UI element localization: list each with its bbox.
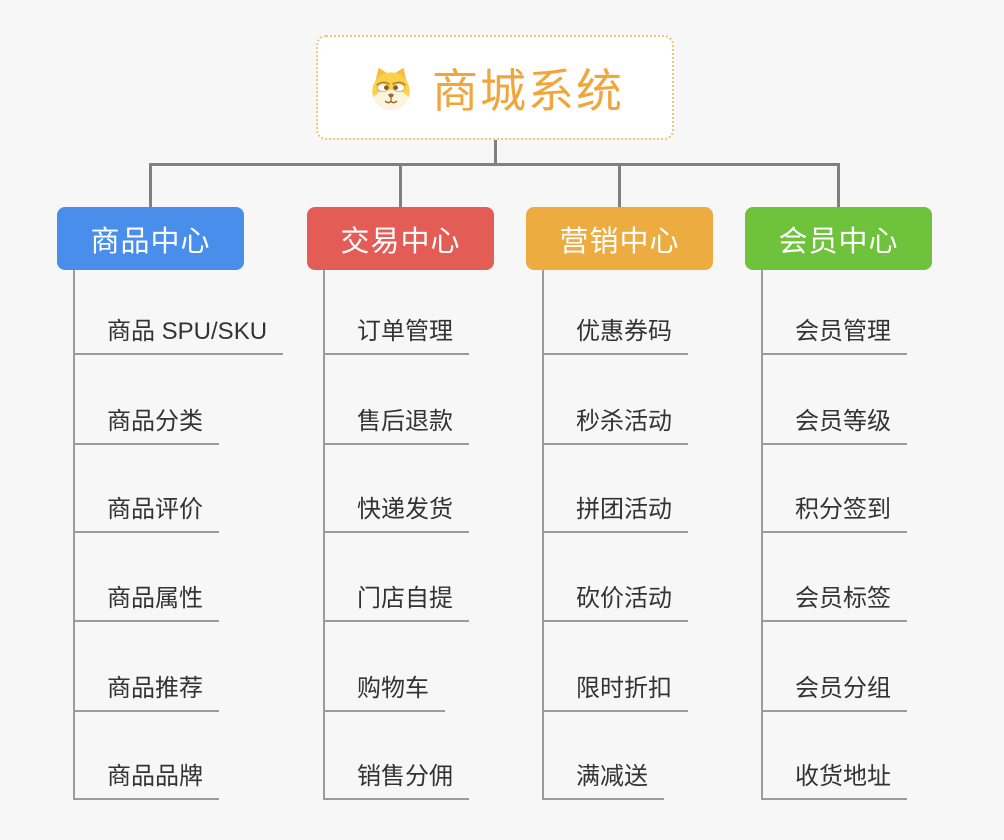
branch-members[interactable]: 会员中心 (745, 207, 932, 270)
leaf-item[interactable]: 快递发货 (323, 495, 469, 533)
spine-marketing (542, 270, 544, 800)
leaf-item[interactable]: 售后退款 (323, 407, 469, 445)
leaf-item[interactable]: 砍价活动 (542, 584, 688, 622)
branch-label: 商品中心 (90, 225, 211, 258)
leaf-item[interactable]: 限时折扣 (542, 674, 688, 712)
leaf-item[interactable]: 销售分佣 (323, 762, 469, 800)
leaf-item[interactable]: 商品品牌 (73, 762, 219, 800)
connector-drop-2 (399, 163, 402, 207)
spine-products (73, 270, 75, 800)
leaf-item[interactable]: 优惠券码 (542, 317, 688, 355)
leaf-item[interactable]: 会员标签 (761, 584, 907, 622)
leaf-item[interactable]: 商品属性 (73, 584, 219, 622)
leaf-item[interactable]: 会员分组 (761, 674, 907, 712)
leaf-item[interactable]: 商品推荐 (73, 674, 219, 712)
branch-label: 会员中心 (778, 225, 899, 258)
leaf-item[interactable]: 拼团活动 (542, 495, 688, 533)
connector-drop-3 (618, 163, 621, 207)
root-title: 商城系统 (432, 64, 624, 117)
leaf-item[interactable]: 秒杀活动 (542, 407, 688, 445)
leaf-item[interactable]: 商品评价 (73, 495, 219, 533)
leaf-item[interactable]: 收货地址 (761, 762, 907, 800)
leaf-item[interactable]: 购物车 (323, 674, 445, 712)
leaf-item[interactable]: 门店自提 (323, 584, 469, 622)
leaf-item[interactable]: 满减送 (542, 762, 664, 800)
connector-horizontal-bar (149, 163, 840, 166)
leaf-item[interactable]: 商品 SPU/SKU (73, 317, 284, 355)
connector-root-stem (494, 140, 497, 166)
connector-drop-4 (837, 163, 840, 207)
branch-trade[interactable]: 交易中心 (307, 207, 494, 270)
leaf-item[interactable]: 积分签到 (761, 495, 907, 533)
branch-label: 营销中心 (559, 225, 680, 258)
branch-products[interactable]: 商品中心 (57, 207, 244, 270)
connector-drop-1 (149, 163, 152, 207)
leaf-item[interactable]: 会员等级 (761, 407, 907, 445)
leaf-item[interactable]: 订单管理 (323, 317, 469, 355)
leaf-item[interactable]: 商品分类 (73, 407, 219, 445)
root-node[interactable]: 商城系统 (316, 35, 674, 140)
branch-label: 交易中心 (340, 225, 461, 258)
leaf-item[interactable]: 会员管理 (761, 317, 907, 355)
branch-marketing[interactable]: 营销中心 (526, 207, 713, 270)
spine-members (761, 270, 763, 800)
dog-face-icon (366, 65, 416, 111)
spine-trade (323, 270, 325, 800)
